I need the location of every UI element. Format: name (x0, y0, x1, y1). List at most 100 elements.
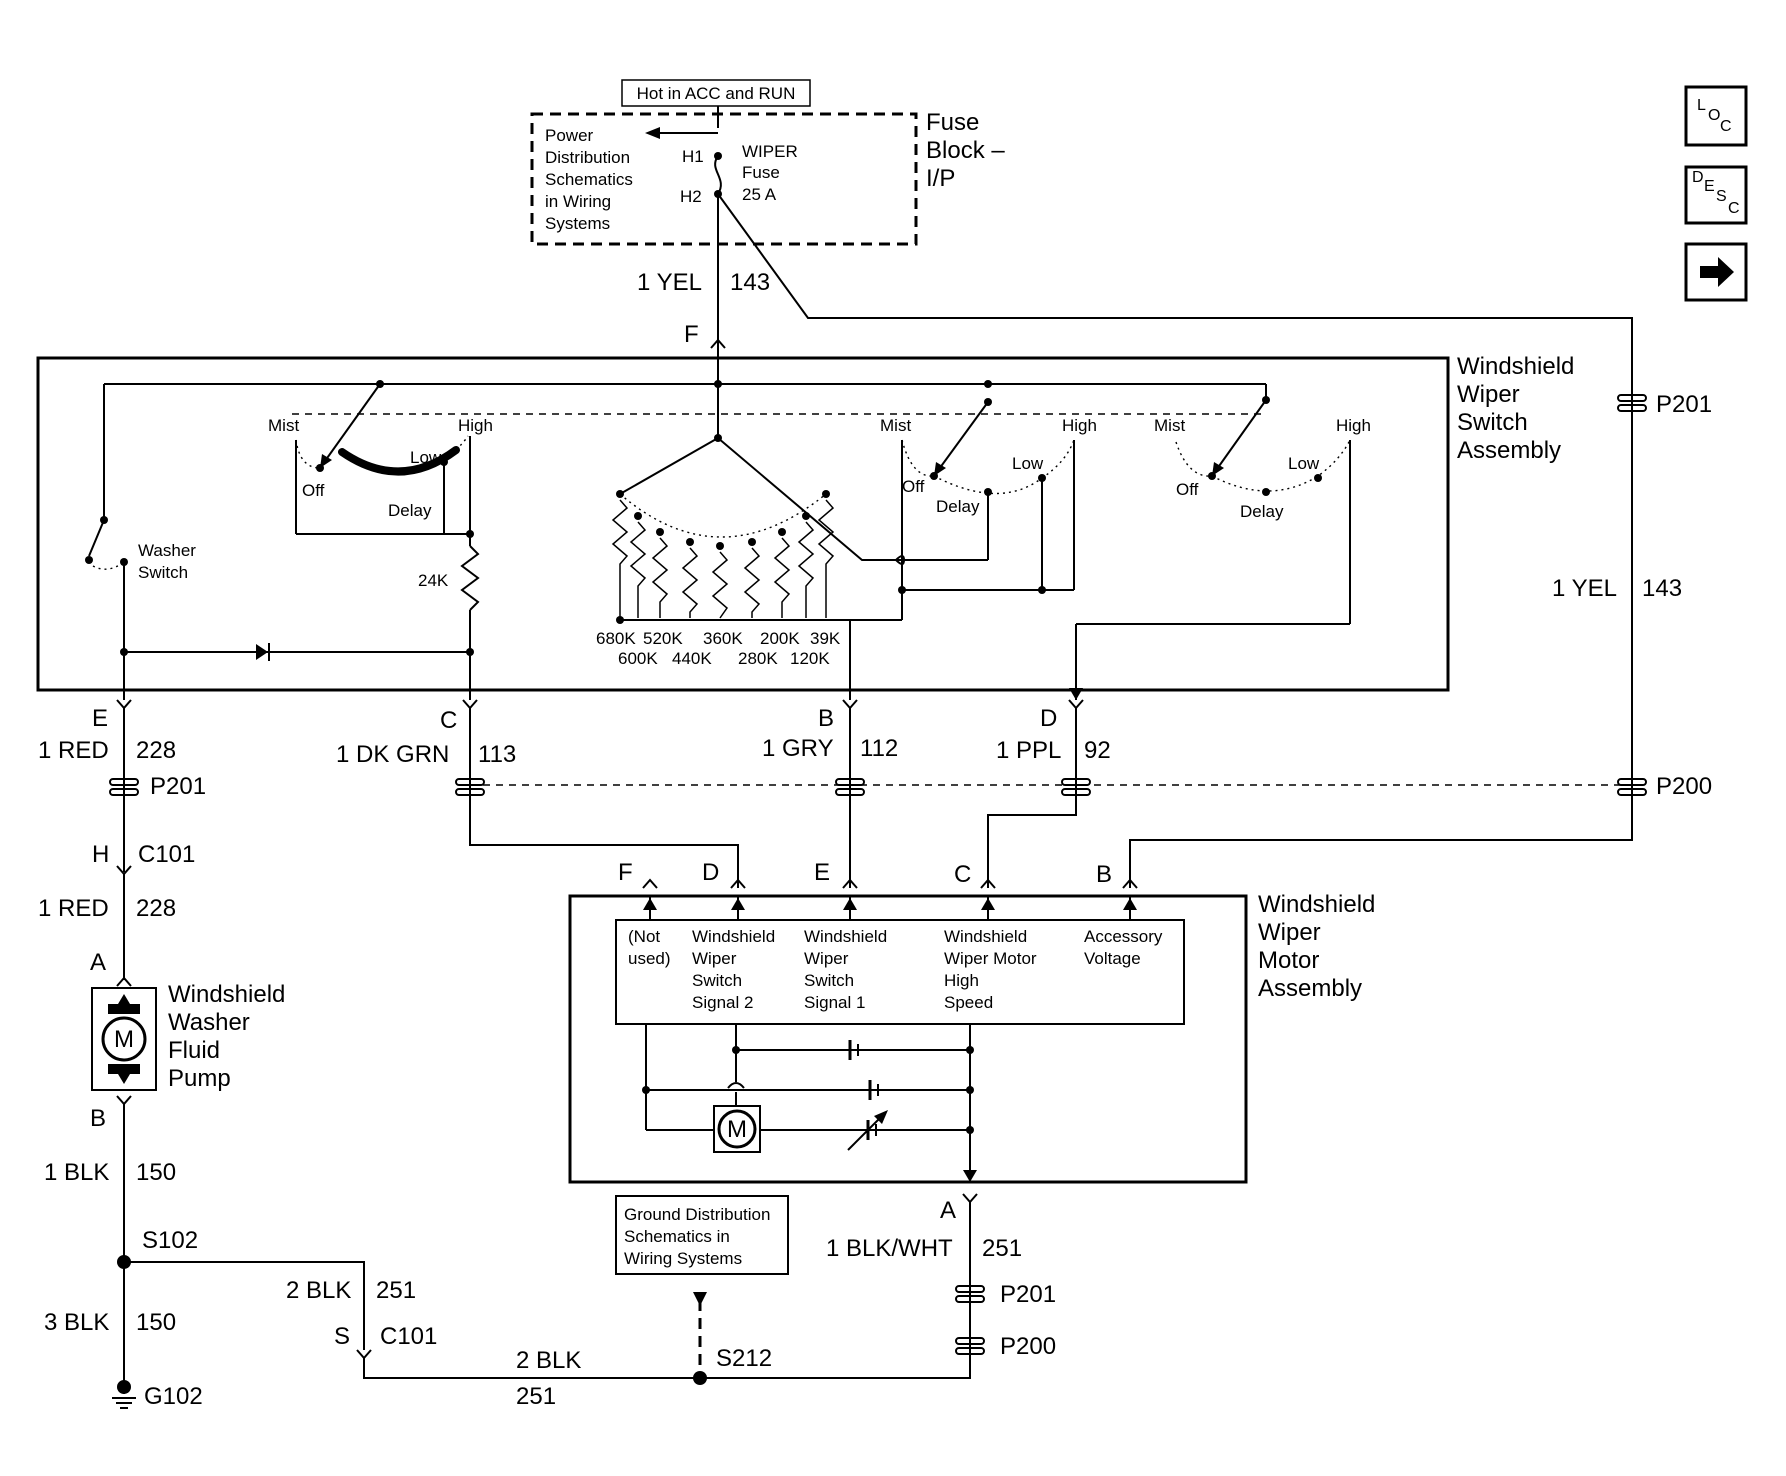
svg-text:Delay: Delay (388, 501, 432, 520)
svg-text:251: 251 (982, 1235, 1022, 1262)
svg-text:C101: C101 (138, 841, 195, 868)
svg-text:3 BLK: 3 BLK (44, 1309, 109, 1336)
svg-text:E: E (92, 705, 108, 732)
svg-text:150: 150 (136, 1159, 176, 1186)
module-col-signal-2: Windshield Wiper Switch Signal 2 (692, 927, 780, 1012)
svg-text:Low: Low (1288, 454, 1320, 473)
diode-icon (256, 644, 268, 660)
svg-text:S: S (1716, 188, 1727, 205)
wiper-motor-icon (717, 1109, 757, 1149)
svg-text:Delay: Delay (936, 497, 980, 516)
p201-top-right (1617, 394, 1647, 412)
p200-gry (835, 778, 865, 796)
svg-text:P200: P200 (1656, 773, 1712, 800)
svg-text:D: D (1692, 169, 1704, 186)
svg-text:Off: Off (902, 477, 925, 496)
svg-text:1 YEL: 1 YEL (1552, 575, 1617, 602)
svg-text:228: 228 (136, 737, 176, 764)
p201-blkwht (955, 1285, 985, 1303)
svg-text:Mist: Mist (268, 416, 299, 435)
wire-label-gauge: 1 YEL (637, 269, 702, 296)
p200-dkgrn (455, 778, 485, 796)
switch-output-pins: E C B D (92, 699, 1084, 734)
p200-blkwht (955, 1337, 985, 1355)
pin-h2: H2 (680, 187, 702, 206)
svg-text:A: A (940, 1197, 956, 1224)
resistor-ladder (611, 490, 850, 624)
svg-text:150: 150 (136, 1309, 176, 1336)
resistor-24k (460, 545, 480, 611)
pump-name: Windshield Washer Fluid Pump (168, 981, 292, 1092)
washer-pump: A M B Windshield Washer Fluid Pump (90, 949, 292, 1132)
pump-motor-icon (101, 1016, 147, 1062)
module-col-not-used: (Not used) (628, 927, 671, 968)
wire-yel-143-right (717, 193, 1633, 785)
svg-text:2 BLK: 2 BLK (516, 1347, 581, 1374)
next-button[interactable] (1684, 242, 1748, 302)
p201-red (109, 778, 139, 796)
svg-text:C: C (1728, 200, 1740, 217)
arrow-right-icon (1700, 257, 1734, 287)
resistor-values-row2: 600K 440K 280K 120K (618, 649, 830, 668)
svg-text:M: M (114, 1026, 134, 1053)
svg-text:P201: P201 (150, 773, 206, 800)
svg-text:Delay: Delay (1240, 502, 1284, 521)
resistor-values-row1: 680K 520K 360K 200K 39K (596, 629, 841, 648)
svg-text:E: E (814, 859, 830, 886)
svg-text:Low: Low (1012, 454, 1044, 473)
svg-text:High: High (458, 416, 493, 435)
svg-text:Off: Off (302, 481, 325, 500)
svg-text:1 PPL: 1 PPL (996, 737, 1061, 764)
svg-text:C: C (954, 861, 971, 888)
fuse-block-name: Fuse Block – I/P (926, 109, 1011, 192)
svg-text:92: 92 (1084, 737, 1111, 764)
svg-text:Mist: Mist (880, 416, 911, 435)
variable-arrow-icon (847, 1115, 883, 1151)
svg-text:P201: P201 (1656, 391, 1712, 418)
wiper-fuse-label: WIPER Fuse 25 A (742, 142, 802, 204)
module-col-high-speed: Windshield Wiper Motor High Speed (944, 927, 1041, 1012)
svg-text:High: High (1336, 416, 1371, 435)
svg-text:S102: S102 (142, 1227, 198, 1254)
svg-text:1 DK GRN: 1 DK GRN (336, 741, 449, 768)
module-col-accessory-voltage: Accessory Voltage (1084, 927, 1167, 968)
svg-text:E: E (1704, 178, 1715, 195)
loc-button[interactable]: L O C (1684, 85, 1748, 147)
desc-button[interactable]: D E S C (1684, 165, 1748, 225)
svg-text:228: 228 (136, 895, 176, 922)
module-col-signal-1: Windshield Wiper Switch Signal 1 (804, 927, 892, 1012)
svg-text:1 BLK: 1 BLK (44, 1159, 109, 1186)
svg-text:B: B (818, 705, 834, 732)
wire-label-circuit: 143 (730, 269, 770, 296)
svg-text:D: D (702, 859, 719, 886)
switch-assembly-name: Windshield Wiper Switch Assembly (1457, 353, 1581, 464)
svg-text:F: F (618, 859, 633, 886)
svg-text:M: M (727, 1116, 747, 1143)
svg-text:113: 113 (478, 741, 516, 768)
arrow-left-icon (645, 127, 660, 139)
svg-text:Off: Off (1176, 480, 1199, 499)
ground-g102 (112, 1380, 136, 1409)
fuse-block: Power Distribution Schematics in Wiring … (530, 109, 1011, 246)
svg-text:Ground Distribution Sche: Ground Distribution Schematics in Wiring… (624, 1205, 775, 1268)
svg-text:D: D (1040, 705, 1057, 732)
svg-text:251: 251 (516, 1383, 556, 1410)
svg-text:S212: S212 (716, 1345, 772, 1372)
splice-s212 (693, 1371, 707, 1385)
inline-connectors (109, 394, 1647, 796)
svg-text:H: H (92, 841, 109, 868)
svg-text:1 BLK/WHT: 1 BLK/WHT (826, 1235, 953, 1262)
svg-text:Mist: Mist (1154, 416, 1185, 435)
svg-text:A: A (90, 949, 106, 976)
washer-switch-label: Washer Switch (138, 541, 201, 582)
svg-text:251: 251 (376, 1277, 416, 1304)
wiper-motor-assembly: Windshield Wiper Motor Assembly F D E C … (568, 859, 1375, 1184)
svg-text:P201: P201 (1000, 1281, 1056, 1308)
svg-text:1 RED: 1 RED (38, 895, 109, 922)
svg-text:S: S (334, 1323, 350, 1350)
wiper-switch-assembly: Windshield Wiper Switch Assembly Washer … (36, 344, 1581, 700)
hot-in-acc-run-label: Hot in ACC and RUN (637, 84, 796, 103)
connector-pin-f (710, 338, 726, 349)
svg-text:B: B (90, 1105, 106, 1132)
p200-yel (1617, 778, 1647, 796)
